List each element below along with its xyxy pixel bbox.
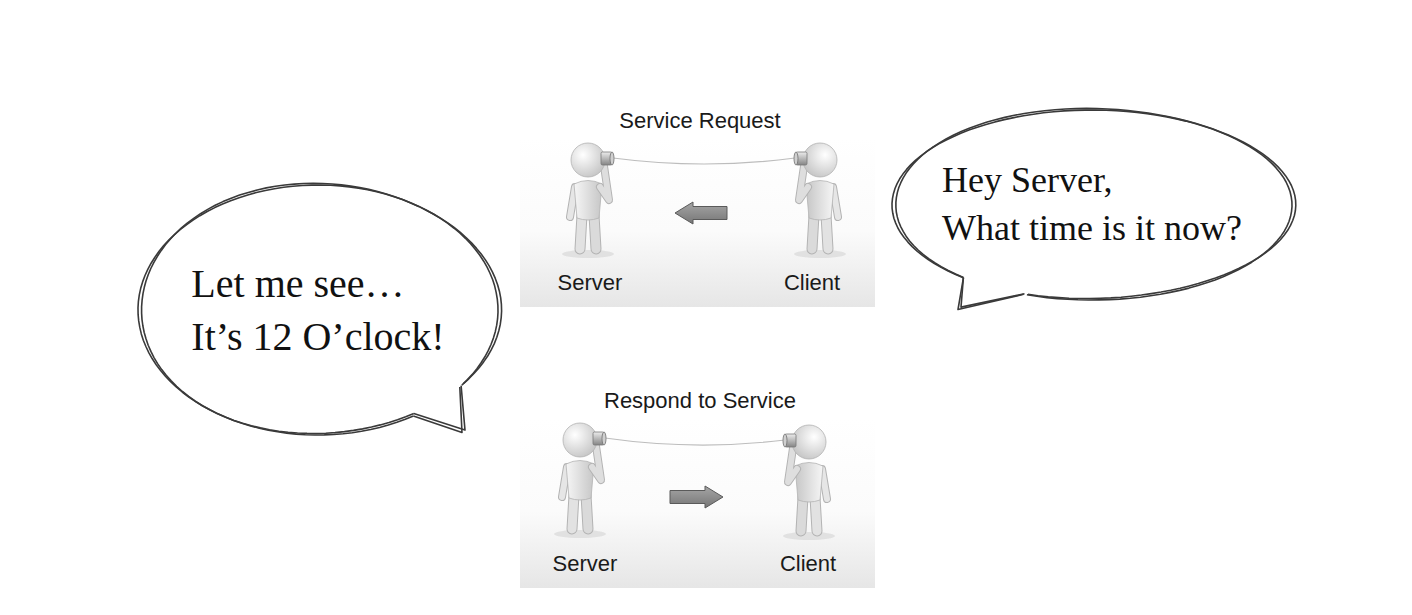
figure-node: Server — [505, 140, 675, 300]
bubble-tail — [413, 387, 462, 433]
bubble-tail — [414, 386, 465, 431]
bubble-tail — [961, 277, 1025, 307]
block-arrow — [670, 486, 723, 508]
can-string — [605, 438, 785, 445]
client-figure — [794, 143, 846, 258]
bubble-shape — [138, 185, 498, 435]
bubble-outline — [142, 183, 502, 433]
bubble-line: Hey Server, — [942, 157, 1242, 205]
figure-label: Client — [723, 551, 893, 577]
figure-label: Client — [727, 270, 897, 296]
can-string — [613, 158, 795, 164]
bubble-outline — [138, 185, 498, 435]
bubble-text: Let me see…It’s 12 O’clock! — [191, 257, 444, 363]
block-arrow — [675, 202, 727, 224]
client-figure — [783, 425, 835, 540]
speech-bubble: Hey Server,What time is it now? — [892, 110, 1292, 300]
panel-heading: Respond to Service — [604, 388, 796, 414]
figure-label: Server — [500, 551, 670, 577]
bubble-line: It’s 12 O’clock! — [191, 310, 444, 363]
figure-node: Client — [727, 140, 897, 300]
bubble-tail — [958, 278, 1024, 310]
bubble-outline — [896, 108, 1296, 298]
bubble-line: What time is it now? — [942, 205, 1242, 253]
speech-bubble: Let me see…It’s 12 O’clock! — [138, 185, 498, 435]
figure-node: Client — [723, 420, 893, 581]
bubble-line: Let me see… — [191, 257, 444, 310]
bubble-text: Hey Server,What time is it now? — [942, 157, 1242, 253]
server-figure — [562, 143, 614, 258]
figure-node: Server — [500, 420, 670, 581]
panel-heading: Service Request — [619, 108, 780, 134]
bubble-shape — [892, 110, 1292, 300]
server-figure — [554, 423, 606, 538]
figure-label: Server — [505, 270, 675, 296]
